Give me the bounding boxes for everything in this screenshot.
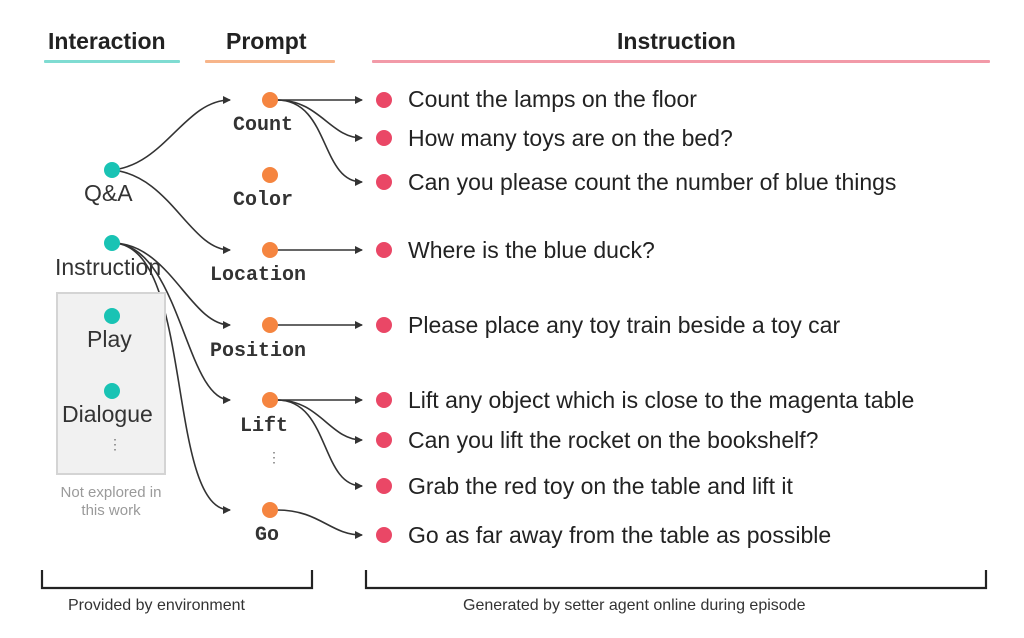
- prompt-more-ellipsis: ⋮: [267, 449, 281, 465]
- edge-count-i3: [276, 99, 363, 186]
- interaction-label-play: Play: [87, 326, 132, 352]
- prompt-node-lift: [262, 392, 278, 408]
- prompt-label-count: Count: [233, 114, 294, 137]
- instruction-dot-8: [376, 478, 392, 494]
- instruction-text-9: Go as far away from the table as possibl…: [408, 522, 832, 548]
- prompt-node-position: [262, 317, 278, 333]
- instruction-text-8: Grab the red toy on the table and lift i…: [408, 473, 793, 499]
- header-interaction-underline: [44, 60, 180, 63]
- prompt-label-position: Position: [210, 340, 307, 363]
- instruction-text-7: Can you lift the rocket on the bookshelf…: [408, 427, 819, 453]
- header-instruction-underline: [372, 60, 990, 63]
- instruction-dot-3: [376, 174, 392, 190]
- header-prompt-underline: [205, 60, 335, 63]
- prompt-node-location: [262, 242, 278, 258]
- bracket-left: [40, 570, 314, 590]
- interaction-node-instruction: [104, 235, 120, 251]
- interaction-more-ellipsis: ⋮: [108, 436, 122, 452]
- prompt-label-color: Color: [233, 189, 294, 212]
- instruction-text-1: Count the lamps on the floor: [408, 86, 697, 112]
- prompt-node-go: [262, 502, 278, 518]
- not-explored-note: Not explored in this work: [60, 484, 162, 519]
- instruction-text-2: How many toys are on the bed?: [408, 125, 733, 151]
- prompt-node-color: [262, 167, 278, 183]
- instruction-text-5: Please place any toy train beside a toy …: [408, 312, 841, 338]
- interaction-label-instruction: Instruction: [55, 254, 162, 280]
- interaction-node-qa: [104, 162, 120, 178]
- instruction-text-6: Lift any object which is close to the ma…: [408, 387, 915, 413]
- instruction-dot-9: [376, 527, 392, 543]
- edge-instruction-position: [111, 242, 231, 329]
- prompt-label-go: Go: [255, 524, 280, 547]
- instruction-dot-7: [376, 432, 392, 448]
- header-prompt: Prompt: [226, 28, 307, 54]
- interaction-label-dialogue: Dialogue: [62, 401, 153, 427]
- bracket-right: [364, 570, 988, 590]
- prompt-node-count: [262, 92, 278, 108]
- interaction-node-play: [104, 308, 120, 324]
- edge-qa-location: [111, 169, 231, 254]
- interaction-label-qa: Q&A: [84, 180, 133, 206]
- footer-right-caption: Generated by setter agent online during …: [463, 597, 806, 614]
- instruction-text-3: Can you please count the number of blue …: [408, 169, 897, 195]
- instruction-text-4: Where is the blue duck?: [408, 237, 655, 263]
- instruction-dot-1: [376, 92, 392, 108]
- interaction-node-dialogue: [104, 383, 120, 399]
- edge-instruction-lift: [111, 242, 231, 404]
- prompt-label-location: Location: [210, 264, 307, 287]
- header-interaction: Interaction: [48, 28, 166, 54]
- edge-go-i9: [276, 509, 363, 539]
- instruction-dot-4: [376, 242, 392, 258]
- edge-qa-count: [111, 96, 231, 171]
- edge-instruction-go: [111, 242, 231, 514]
- prompt-label-lift: Lift: [240, 415, 289, 438]
- instruction-dot-2: [376, 130, 392, 146]
- header-instruction: Instruction: [617, 28, 736, 54]
- edge-lift-i8: [276, 399, 363, 490]
- instruction-dot-6: [376, 392, 392, 408]
- footer-left-caption: Provided by environment: [68, 597, 245, 614]
- instruction-dot-5: [376, 317, 392, 333]
